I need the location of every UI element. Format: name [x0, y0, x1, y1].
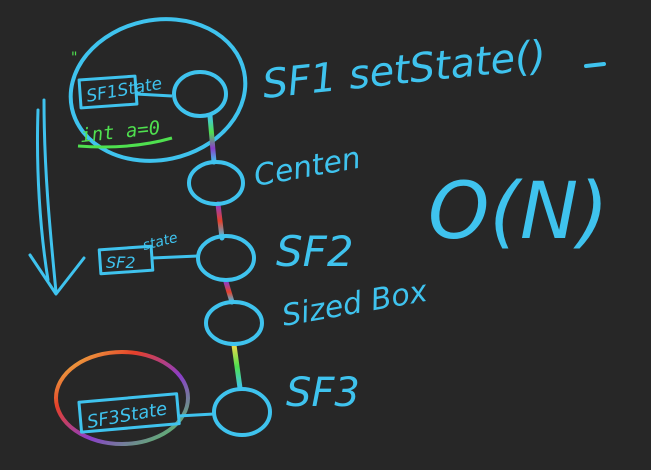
edge-center-sf2	[215, 201, 225, 241]
sf1-state-box	[77, 74, 139, 110]
sf2-state-connector	[151, 254, 199, 260]
sf1-state-outer-ellipse	[68, 17, 248, 163]
sf2-label: SF2	[276, 227, 354, 276]
edge-sf1-center	[207, 113, 217, 165]
sizedbox-node	[204, 300, 264, 346]
sf1-node	[172, 70, 228, 118]
sf1-underline	[77, 136, 173, 149]
complexity-label: O(N)	[428, 167, 609, 257]
sf2-state-box-label: SF2	[106, 253, 136, 272]
dash-mark	[584, 62, 606, 68]
sf3-state-outer-ellipse	[54, 350, 190, 446]
sf1-state-connector	[135, 92, 173, 98]
edge-sizedbox-sf3	[231, 342, 243, 391]
sizedbox-label: Sized Box	[279, 274, 430, 334]
sf2-state-title: state	[141, 230, 179, 254]
center-label: Centen	[251, 141, 363, 194]
sf3-state-connector	[177, 412, 215, 418]
quote-mark: "	[70, 50, 78, 66]
sf3-state-box	[77, 392, 181, 434]
sf2-node	[196, 234, 256, 282]
sf3-node	[212, 387, 272, 437]
center-node	[187, 160, 245, 206]
edge-sf2-sizedbox	[223, 279, 235, 305]
sf2-state-box	[97, 244, 155, 276]
sf3-label: SF3	[286, 370, 360, 416]
down-arrow-icon	[28, 98, 86, 296]
sf1-label: SF1 setState()	[260, 32, 548, 108]
